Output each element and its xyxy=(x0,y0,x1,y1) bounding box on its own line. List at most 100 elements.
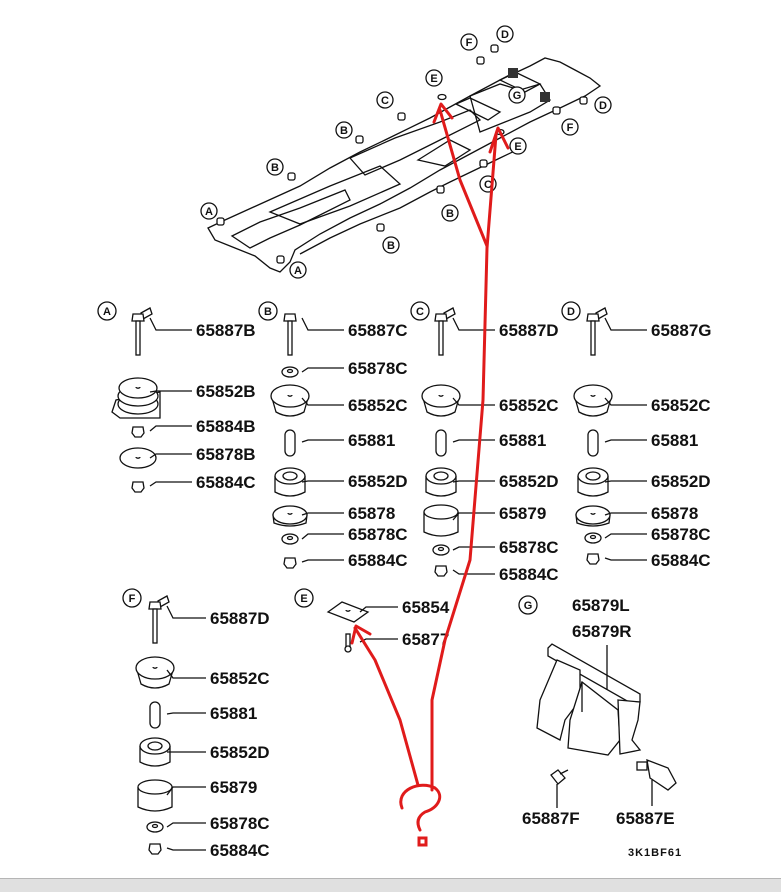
mount-icon xyxy=(287,172,296,181)
group-d: D65887G65852C6588165852D6587865878C65884… xyxy=(561,301,712,570)
leader-line xyxy=(452,480,495,483)
cushion-low-icon xyxy=(577,467,609,497)
callout-letter: B xyxy=(271,162,279,174)
leader-line xyxy=(359,638,398,643)
question-mark-dot xyxy=(417,836,428,847)
leader-line xyxy=(166,786,206,796)
red-arrow-line-long xyxy=(430,133,498,792)
nut-icon xyxy=(283,557,297,569)
callout-letter: G xyxy=(524,600,533,612)
leader-line xyxy=(149,317,192,331)
callout-b: B xyxy=(382,236,400,254)
part-number: 65881 xyxy=(499,431,546,450)
part-item: 65881 xyxy=(435,429,546,457)
washer-small-icon xyxy=(146,821,164,833)
callout-letter: F xyxy=(567,122,574,134)
callout-d: D xyxy=(561,301,581,321)
part-number: 65884C xyxy=(499,565,559,584)
leader-line xyxy=(301,512,344,516)
leader-line xyxy=(301,533,344,540)
part-number: 65854 xyxy=(402,598,450,617)
part-item: 65878C xyxy=(146,814,270,833)
part-number: 65852B xyxy=(196,382,256,401)
cushion-top-icon xyxy=(135,656,175,689)
part-item: 65877 xyxy=(344,630,449,653)
part-number: 65881 xyxy=(210,704,257,723)
part-number: 65884C xyxy=(348,551,408,570)
nut-icon xyxy=(148,843,162,855)
washer-small-icon xyxy=(432,544,450,556)
leader-line xyxy=(166,822,206,828)
part-number: 65878C xyxy=(651,525,711,544)
part-number: 65878C xyxy=(210,814,270,833)
leader-line xyxy=(452,546,495,551)
part-item: 65852C xyxy=(135,656,270,689)
e-hole-icon xyxy=(437,93,447,101)
callout-b: B xyxy=(335,121,353,139)
cushion-low-icon xyxy=(274,467,306,497)
part-number: 65887D xyxy=(210,609,270,628)
callout-f: F xyxy=(122,588,142,608)
mount-icon xyxy=(479,159,488,168)
part-number: 65852D xyxy=(651,472,711,491)
part-number: 65852C xyxy=(651,396,711,415)
red-arrow-head-upper xyxy=(432,102,454,124)
part-number: 65884C xyxy=(196,473,256,492)
part-number: 65852D xyxy=(348,472,408,491)
mount-icon xyxy=(276,255,285,264)
cushion-top-icon xyxy=(270,384,310,417)
leader-line xyxy=(452,569,495,575)
bracket-icon xyxy=(536,643,642,756)
callout-letter: E xyxy=(430,73,437,85)
part-item: 65887C xyxy=(283,313,408,356)
bolt-tab-icon xyxy=(148,595,170,644)
part-item: 65887D xyxy=(434,307,559,356)
part-number: 65887C xyxy=(348,321,408,340)
leader-line xyxy=(301,397,344,406)
leader-line xyxy=(166,669,206,679)
part-number: 65852C xyxy=(348,396,408,415)
callout-letter: B xyxy=(387,240,395,252)
part-number: 65879L xyxy=(572,596,630,615)
dome-icon xyxy=(272,505,308,527)
callout-a: A xyxy=(97,301,117,321)
part-number: 65879 xyxy=(499,504,546,523)
bolt-tab-icon xyxy=(131,307,153,356)
callout-a: A xyxy=(200,202,218,220)
mount-icon xyxy=(355,135,364,144)
washer-small-icon xyxy=(281,366,299,378)
group-b: B65887C65878C65852C6588165852D6587865878… xyxy=(258,301,408,570)
part-number: 65881 xyxy=(348,431,395,450)
part-number: 65884C xyxy=(210,841,270,860)
part-number: 65877 xyxy=(402,630,449,649)
red-arrow-line-e xyxy=(353,626,420,787)
part-item: 65884C xyxy=(148,841,270,860)
part-item: 65878 xyxy=(575,504,698,527)
part-item: 65878B xyxy=(119,445,256,469)
leader-line xyxy=(604,533,647,539)
bracket-g-icon xyxy=(540,92,550,102)
nut-icon xyxy=(131,426,145,438)
callout-c: C xyxy=(410,301,430,321)
cushion-low-icon xyxy=(425,467,457,497)
callout-letter: C xyxy=(381,95,389,107)
red-arrow-head-e xyxy=(350,624,372,645)
callout-e: E xyxy=(509,137,527,155)
part-item: 65878C xyxy=(281,525,408,545)
cylinder-icon xyxy=(423,504,459,537)
part-number: 65878 xyxy=(651,504,698,523)
bolt-icon xyxy=(283,313,297,356)
part-item: 65879 xyxy=(423,504,546,537)
question-mark xyxy=(399,783,442,832)
figure-code: 3K1BF61 xyxy=(628,847,682,859)
callout-letter: E xyxy=(514,141,521,153)
part-item: 65884C xyxy=(131,473,256,493)
mount-icon xyxy=(552,106,561,115)
leader-line xyxy=(149,425,192,432)
callout-letter: F xyxy=(466,37,473,49)
callout-d: D xyxy=(594,96,612,114)
tube-icon xyxy=(149,701,161,729)
group-f: F65887D65852C6588165852D6587965878C65884… xyxy=(122,588,270,860)
